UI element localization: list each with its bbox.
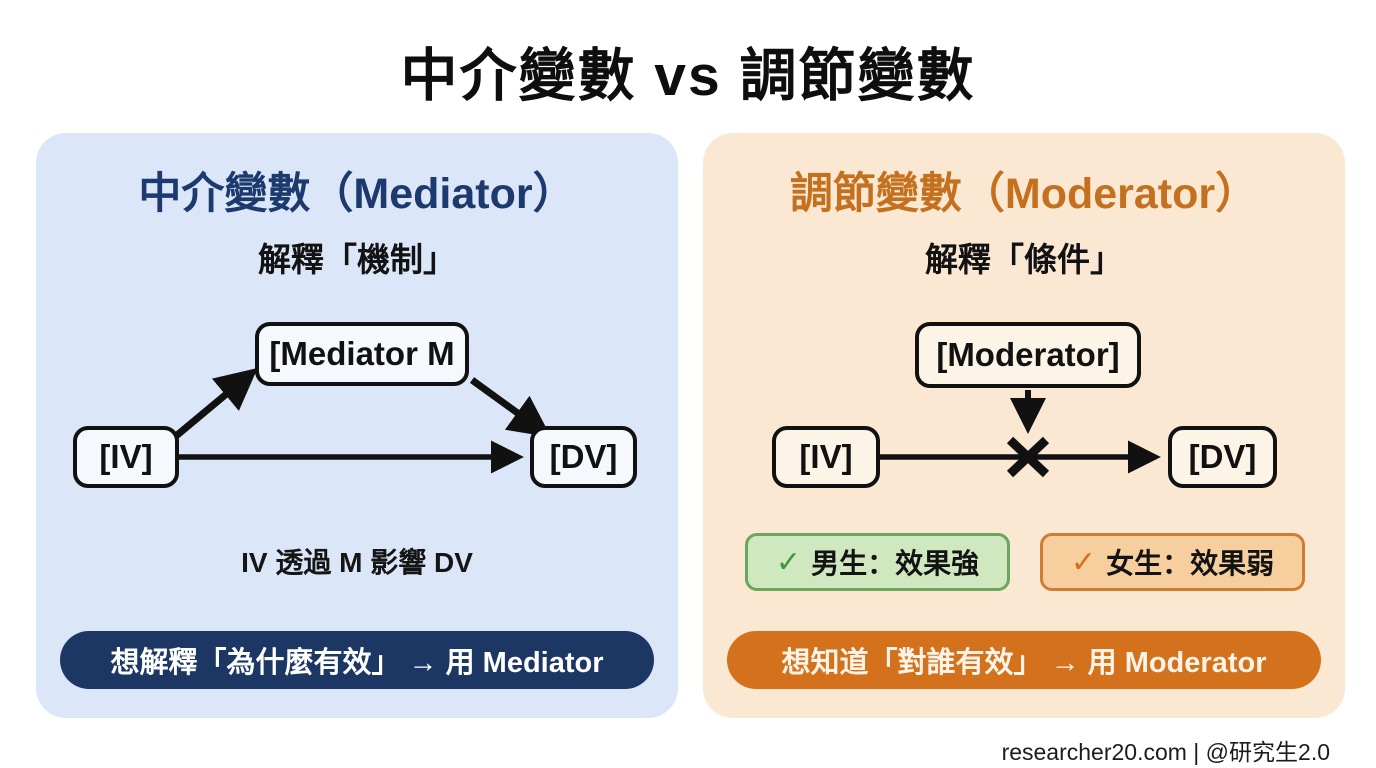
mediator-pill: 想解釋「為什麼有效」 → 用 Mediator [60, 631, 654, 689]
moderator-panel: 調節變數（Moderator） 解釋「條件」 [Moderator] [IV] … [703, 133, 1345, 718]
footer-credit: researcher20.com | @研究生2.0 [1001, 739, 1330, 765]
moderator-subheading: 解釋「條件」 [925, 241, 1123, 278]
moderator-pill: 想知道「對誰有效」 → 用 Moderator [727, 631, 1321, 689]
iv-label: [IV] [799, 438, 853, 475]
mediator-panel: 中介變數（Mediator） 解釋「機制」 [IV] [Mediator M [… [36, 133, 678, 718]
arrow-iv-to-mediator [173, 367, 258, 439]
dv-label: [DV] [1188, 438, 1257, 475]
moderator-node: [Moderator] [915, 322, 1141, 388]
dv-label: [DV] [549, 438, 618, 475]
iv-node: [IV] [73, 426, 179, 488]
badge-boys-strong: ✓ 男生：效果強 [745, 533, 1010, 591]
check-icon: ✓ [1070, 545, 1097, 579]
interaction-x-icon [1006, 436, 1050, 478]
moderator-arrows [880, 390, 1161, 478]
mediator-arrows [173, 367, 552, 474]
badge-label: 女生：效果弱 [1106, 548, 1275, 579]
badge-label: 男生：效果強 [811, 548, 980, 579]
mediator-node: [Mediator M [255, 322, 469, 386]
moderator-heading: 調節變數（Moderator） [789, 170, 1259, 218]
moderator-badges: ✓ 男生：效果強 ✓ 女生：效果弱 [703, 533, 1345, 591]
check-icon: ✓ [775, 545, 802, 579]
mediator-heading: 中介變數（Mediator） [138, 170, 576, 218]
page-title: 中介變數 vs 調節變數 [400, 44, 976, 108]
iv-node: [IV] [772, 426, 880, 488]
mediator-caption: IV 透過 M 影響 DV [241, 547, 473, 578]
dv-node: [DV] [1168, 426, 1277, 488]
mediator-subheading: 解釋「機制」 [258, 241, 456, 278]
moderator-diagram: [Moderator] [IV] [DV] [703, 318, 1345, 513]
iv-label: [IV] [99, 438, 153, 475]
badge-girls-weak: ✓ 女生：效果弱 [1040, 533, 1305, 591]
mediator-diagram: [IV] [Mediator M [DV] [36, 318, 678, 513]
arrow-mediator-to-dv [469, 377, 552, 438]
dv-node: [DV] [530, 426, 637, 488]
mediator-label: [Mediator M [269, 335, 455, 372]
moderator-label: [Moderator] [936, 336, 1120, 373]
